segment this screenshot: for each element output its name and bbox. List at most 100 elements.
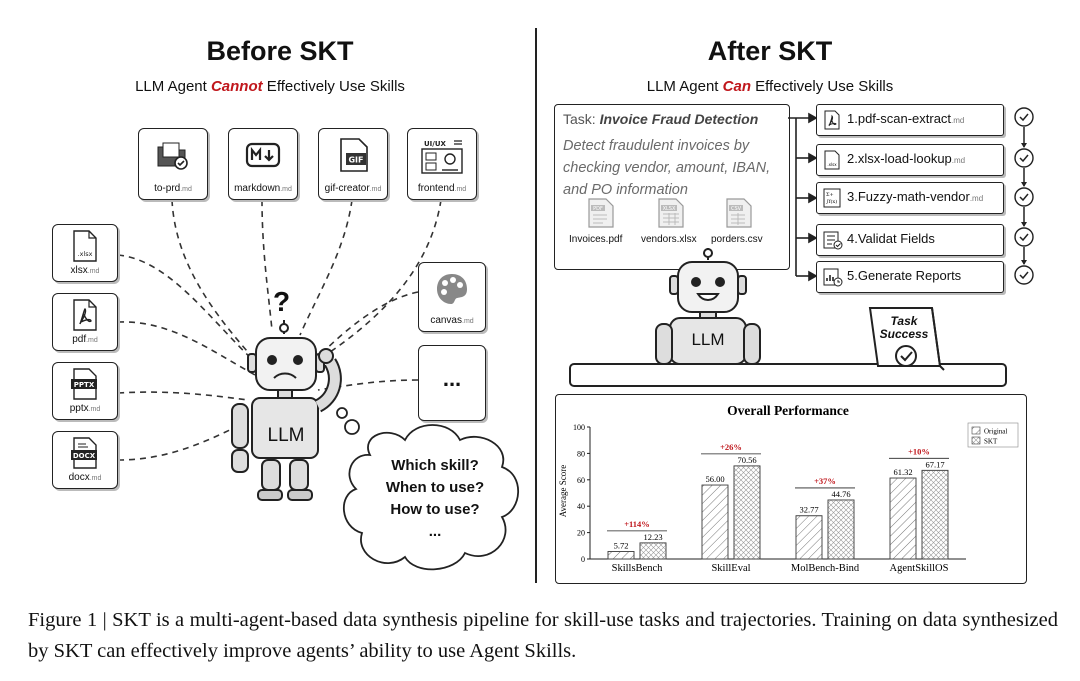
robot-label-left: LLM [267, 425, 305, 446]
figure-caption: Figure 1 | SKT is a multi-agent-based da… [28, 609, 1058, 662]
gif-icon: GIF [340, 138, 368, 172]
skill-label: canvas.md [430, 315, 474, 326]
thought-bubble-text: Which skill? When to use? How to use? ..… [370, 455, 500, 543]
improvement-label: +26% [720, 442, 742, 452]
xlsx-file-icon-text: .xlsx [78, 250, 93, 258]
after-skt-title: After SKT [707, 36, 833, 66]
legend-label: Original [984, 428, 1007, 436]
step-connectors [788, 112, 818, 282]
desk [569, 363, 1007, 387]
legend-swatch [971, 426, 981, 435]
bar-skt [733, 465, 761, 560]
ui-ux-icon: UI/UX [421, 140, 463, 174]
bar-value-label: 56.00 [705, 474, 724, 484]
xlsx-file-icon-text: XLSX [663, 206, 676, 212]
thought-line: When to use? [385, 479, 485, 496]
tablet-line: Success [879, 327, 929, 341]
question-mark: ? [273, 286, 291, 317]
chart-title: Overall Performance [727, 403, 849, 418]
skill-label: frontend.md [417, 183, 467, 194]
y-tick-label: 80 [577, 449, 585, 458]
bar-skt [639, 542, 667, 560]
bar-original [701, 484, 729, 560]
bar-skt [921, 469, 949, 560]
y-axis-label: Average Score [558, 465, 568, 518]
pdf-file-icon [73, 299, 97, 331]
check-circle-icon [1014, 187, 1034, 207]
skill-label: gif-creator.md [324, 183, 382, 194]
skill-card-markdown: markdown.md [228, 128, 298, 200]
bar-value-label: 61.32 [893, 467, 912, 477]
workflow-step-5: 5.Generate Reports [816, 261, 1004, 293]
task-card: Task: Invoice Fraud Detection Detect fra… [554, 104, 790, 270]
skill-label: docx.md [68, 472, 102, 483]
check-circle-icon [1014, 227, 1034, 247]
skill-label: markdown.md [234, 183, 292, 194]
pptx-file-icon-text: PPTX [74, 381, 95, 389]
tablet-line: Task [890, 314, 918, 328]
xlsx-file-icon: .xlsx [73, 230, 97, 262]
x-tick-label: SkillsBench [612, 563, 664, 574]
svg-text:Σ+: Σ+ [826, 192, 834, 198]
file-label-vendors: vendors.xlsx [641, 234, 697, 245]
step-label: 3.Fuzzy-math-vendor.md [847, 189, 984, 204]
pdf-file-icon: PDF [588, 198, 614, 228]
formula-icon: Σ+ ∫f(x) [823, 188, 841, 208]
report-icon [823, 268, 843, 287]
thought-line: How to use? [390, 501, 480, 518]
skill-card-xlsx: .xlsx xlsx.md [52, 224, 118, 282]
skill-card-docx: DOCX docx.md [52, 431, 118, 489]
more-skills-ellipsis: ... [442, 366, 462, 391]
thought-line: Which skill? [391, 457, 479, 474]
pdf-icon [824, 110, 840, 130]
bar-original [889, 477, 917, 560]
ui-ux-icon-text: UI/UX [424, 140, 447, 148]
skill-card-gif-creator: GIF gif-creator.md [318, 128, 388, 200]
thought-bubble [336, 407, 519, 571]
legend-label: SKT [984, 438, 998, 446]
bar-value-label: 70.56 [737, 455, 756, 465]
bar-value-label: 12.23 [643, 532, 662, 542]
skill-card-pdf: pdf.md [52, 293, 118, 351]
skill-card-more: ... [418, 345, 486, 421]
bar-skt [827, 499, 855, 560]
bar-value-label: 32.77 [799, 505, 818, 515]
step-label: 5.Generate Reports [847, 268, 962, 283]
bar-value-label: 5.72 [614, 540, 629, 550]
workflow-step-3: Σ+ ∫f(x) 3.Fuzzy-math-vendor.md [816, 182, 1004, 214]
step-label: 1.pdf-scan-extract.md [847, 111, 965, 126]
skill-label: to-prd.md [154, 183, 192, 194]
before-skt-title: Before SKT [206, 36, 354, 66]
step-status-column [1014, 107, 1034, 285]
y-tick-label: 40 [577, 502, 585, 511]
skill-card-frontend: UI/UX frontend.md [407, 128, 477, 200]
svg-text:∫f(x): ∫f(x) [826, 198, 837, 205]
file-label-porders: porders.csv [711, 234, 763, 245]
check-circle-icon [1014, 107, 1034, 127]
x-tick-label: MolBench-Bind [791, 563, 860, 574]
xlsx-file-icon: XLSX [658, 198, 684, 228]
bar-original [607, 551, 635, 560]
docx-file-icon-text: DOCX [73, 452, 96, 460]
before-skt-subtitle: LLM Agent Cannot Effectively Use Skills [135, 78, 405, 95]
skill-card-pptx: PPTX pptx.md [52, 362, 118, 420]
check-circle-icon [1014, 265, 1034, 285]
palette-icon [437, 274, 467, 304]
file-label-invoices: Invoices.pdf [569, 234, 623, 245]
pdf-file-icon-text: PDF [593, 206, 603, 212]
thought-line: ... [428, 523, 442, 540]
svg-text:GIF: GIF [348, 156, 363, 165]
xlsx-icon: .xlsx [824, 150, 840, 170]
y-tick-label: 20 [577, 529, 585, 538]
svg-text:.xlsx: .xlsx [827, 162, 837, 167]
checklist-icon [823, 231, 843, 250]
folder-check-icon [157, 142, 188, 170]
panel-divider [535, 28, 537, 583]
x-tick-label: SkillEval [711, 563, 750, 574]
csv-file-icon-text: CSV [731, 206, 742, 212]
step-label: 2.xlsx-load-lookup.md [847, 151, 966, 166]
step-label: 4.Validat Fields [847, 231, 935, 246]
bar-value-label: 67.17 [925, 459, 944, 469]
improvement-label: +37% [814, 476, 836, 486]
